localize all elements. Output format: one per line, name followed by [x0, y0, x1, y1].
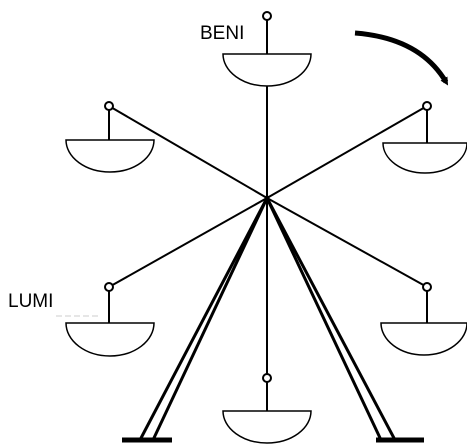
left-leg-inner [151, 197, 269, 441]
seat-upper-right [382, 142, 467, 174]
pivot-upper-right [422, 101, 432, 111]
spoke-lower-left [108, 197, 268, 288]
seat-lower-left [65, 322, 155, 357]
pivot-upper-left [104, 101, 114, 111]
seats [65, 53, 467, 444]
seat-top [222, 53, 312, 87]
seat-label-left: LUMI [8, 291, 54, 312]
pivot-lower-right [422, 282, 432, 292]
right-leg-inner [265, 197, 383, 441]
seat-bottom [222, 410, 312, 444]
spoke-lower-right [266, 197, 428, 288]
pivot-top [262, 11, 272, 21]
hanger-rods [108, 20, 428, 411]
spokes [108, 16, 428, 378]
seat-label-top: BENI [200, 23, 245, 44]
spoke-upper-left [108, 105, 268, 199]
seat-lower-right [380, 322, 467, 356]
support-frame [122, 197, 424, 443]
right-leg-outer [265, 197, 397, 441]
pivot-points [104, 11, 432, 383]
spoke-upper-right [266, 105, 428, 199]
seat-upper-left [65, 139, 155, 173]
rotation-arrow-icon [354, 30, 449, 86]
left-leg-outer [138, 197, 269, 441]
pivot-bottom [262, 373, 272, 383]
hub [264, 195, 270, 201]
pivot-lower-left [104, 282, 114, 292]
